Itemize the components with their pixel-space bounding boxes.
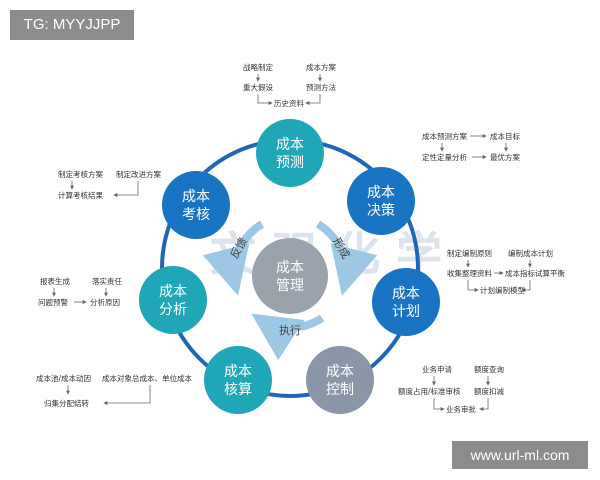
node-control-line1: 成本 <box>326 364 354 380</box>
node-cost-decision: 成本 决策 <box>347 167 415 235</box>
node-cost-accounting: 成本 核算 <box>204 346 272 414</box>
note-decision-a: 成本预测方案 <box>422 131 467 141</box>
node-decision-line1: 成本 <box>367 185 395 201</box>
node-assessment-line1: 成本 <box>182 189 210 205</box>
note-control-b: 额度查询 <box>474 364 504 374</box>
node-cost-plan: 成本 计划 <box>372 268 440 336</box>
note-plan-e: 计划编制模型 <box>480 285 525 295</box>
node-analysis-line2: 分析 <box>159 302 187 318</box>
watermark-url: www.url-ml.com <box>452 441 588 469</box>
notes-assessment: 制定考核方案 制定改进方案 计算考核结果 <box>58 169 161 200</box>
note-control-c: 额度占用/标准审核 <box>398 386 461 396</box>
note-forecast-b: 成本方案 <box>306 62 336 72</box>
node-accounting-line2: 核算 <box>224 382 252 398</box>
node-control-line2: 控制 <box>326 382 354 398</box>
note-assessment-c: 计算考核结果 <box>58 190 103 200</box>
note-plan-b: 编制成本计划 <box>508 248 553 258</box>
note-assessment-a: 制定考核方案 <box>58 169 103 179</box>
note-control-d: 额度扣减 <box>474 386 504 396</box>
note-plan-d: 成本指标试算平衡 <box>505 268 565 278</box>
node-forecast-line1: 成本 <box>276 137 304 153</box>
node-assessment-line2: 考核 <box>182 207 210 223</box>
notes-decision: 成本预测方案 成本目标 定性定量分析 最优方案 <box>422 131 520 162</box>
note-forecast-c: 重大假设 <box>243 82 273 92</box>
node-plan-line1: 成本 <box>392 286 420 302</box>
note-decision-c: 定性定量分析 <box>422 152 467 162</box>
note-forecast-d: 预测方法 <box>306 82 336 92</box>
feedback-arrow <box>202 220 265 296</box>
node-decision-line2: 决策 <box>367 202 395 219</box>
notes-accounting: 成本池/成本动因 成本对象总成本、单位成本 归集分配结转 <box>36 373 192 408</box>
node-analysis-line1: 成本 <box>159 284 187 300</box>
notes-forecast: 战略制定 成本方案 重大假设 预测方法 历史资料 <box>243 62 336 108</box>
notes-plan: 制定编制原则 编制成本计划 收集整理资料 成本指标试算平衡 计划编制模型 <box>447 248 565 295</box>
note-control-e: 业务审批 <box>446 404 476 414</box>
note-analysis-b: 落实责任 <box>92 276 122 286</box>
note-analysis-a: 报表生成 <box>40 276 70 286</box>
note-analysis-c: 问题预警 <box>38 297 68 307</box>
note-analysis-d: 分析原因 <box>90 297 120 307</box>
note-accounting-c: 归集分配结转 <box>44 398 89 408</box>
note-assessment-b: 制定改进方案 <box>116 169 161 179</box>
node-cost-control: 成本 控制 <box>306 346 374 414</box>
note-decision-d: 最优方案 <box>490 152 520 162</box>
node-cost-assessment: 成本 考核 <box>162 171 230 239</box>
note-accounting-b: 成本对象总成本、单位成本 <box>102 373 192 383</box>
node-cost-analysis: 成本 分析 <box>139 266 207 334</box>
node-cost-forecast: 成本 预测 <box>256 119 324 187</box>
notes-control: 业务申请 额度查询 额度占用/标准审核 额度扣减 业务审批 <box>398 364 504 414</box>
formation-arrow <box>315 220 378 296</box>
center-circle <box>252 238 328 314</box>
watermark-tag: TG: MYYJJPP <box>10 10 134 40</box>
node-plan-line2: 计划 <box>392 304 420 320</box>
note-forecast-a: 战略制定 <box>243 62 273 72</box>
execution-arrow <box>251 313 325 361</box>
note-forecast-e: 历史资料 <box>274 98 304 108</box>
note-decision-b: 成本目标 <box>490 131 520 141</box>
notes-analysis: 报表生成 落实责任 问题预警 分析原因 <box>38 276 122 307</box>
note-accounting-a: 成本池/成本动因 <box>36 373 91 383</box>
ring-label-execution: 执行 <box>279 323 301 337</box>
node-accounting-line1: 成本 <box>224 364 252 380</box>
note-plan-a: 制定编制原则 <box>447 248 492 258</box>
note-control-a: 业务申请 <box>422 364 452 374</box>
center-label-line1: 成本 <box>276 260 304 276</box>
note-plan-c: 收集整理资料 <box>447 268 492 278</box>
center-label-line2: 管理 <box>276 278 304 294</box>
node-forecast-line2: 预测 <box>276 155 304 171</box>
